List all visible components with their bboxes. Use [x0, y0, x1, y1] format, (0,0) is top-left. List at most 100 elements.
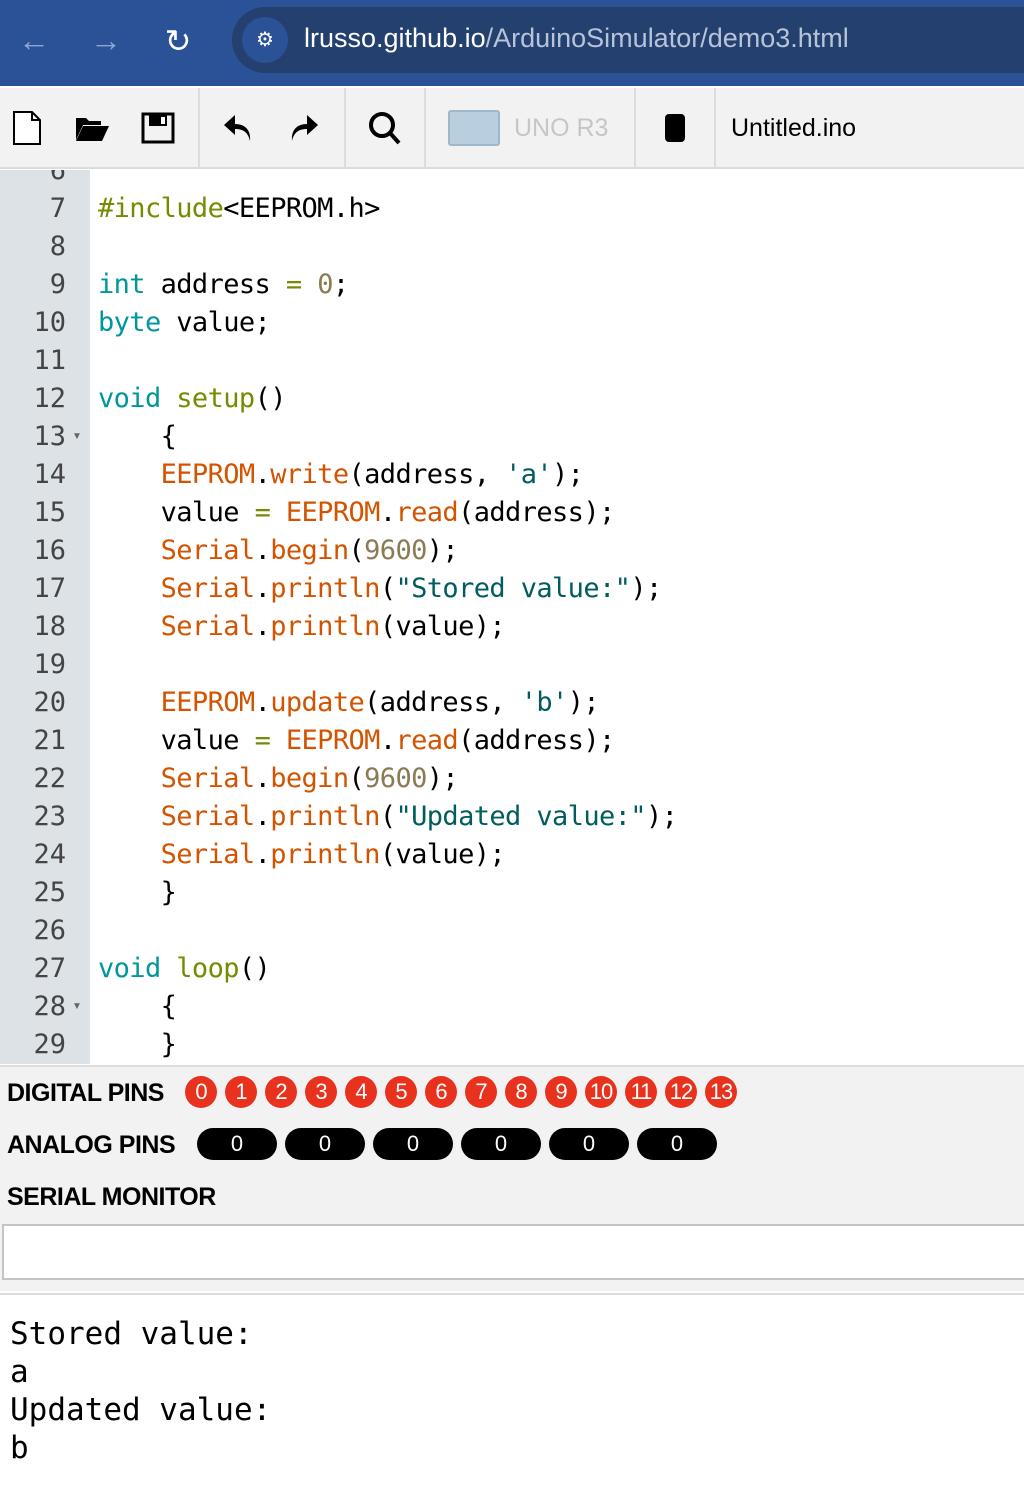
code-token: ( [348, 763, 365, 794]
code-line[interactable]: Serial.println("Stored value:"); [98, 570, 663, 608]
stop-icon[interactable] [662, 108, 688, 148]
line-number: 12 [33, 383, 66, 414]
line-number: 14 [33, 459, 66, 490]
line-number: 19 [33, 649, 66, 680]
file-name[interactable]: Untitled.ino [731, 114, 857, 142]
digital-pin-8[interactable]: 8 [505, 1076, 537, 1108]
code-line[interactable]: void loop() [98, 950, 271, 988]
reload-icon[interactable]: ↻ [164, 23, 192, 59]
code-token: } [98, 877, 177, 908]
code-token: ); [426, 535, 459, 566]
code-token [270, 725, 286, 756]
code-line[interactable]: { [98, 418, 177, 456]
digital-pin-1[interactable]: 1 [225, 1076, 257, 1108]
open-folder-icon[interactable] [74, 108, 110, 148]
line-number: 13 [33, 421, 66, 452]
code-line[interactable]: Serial.begin(9600); [98, 532, 459, 570]
forward-icon[interactable]: → [90, 22, 122, 58]
undo-icon[interactable] [220, 108, 256, 148]
digital-pin-11[interactable]: 11 [625, 1076, 657, 1108]
code-token: (address); [458, 497, 615, 528]
line-number: 21 [33, 725, 66, 756]
board-label: UNO R3 [514, 113, 609, 142]
code-line[interactable]: value = EEPROM.read(address); [98, 494, 616, 532]
code-token: void [98, 383, 161, 414]
code-line[interactable]: EEPROM.write(address, 'a'); [98, 456, 584, 494]
code-token: . [254, 839, 271, 870]
code-token: Serial [160, 839, 256, 870]
digital-pin-4[interactable]: 4 [345, 1076, 377, 1108]
code-line[interactable]: { [98, 988, 177, 1026]
code-token: } [98, 1029, 177, 1060]
digital-pin-10[interactable]: 10 [585, 1076, 617, 1108]
code-token: (value); [379, 611, 506, 642]
line-number: 26 [33, 915, 66, 946]
url-text[interactable]: lrusso.github.io/ArduinoSimulator/demo3.… [304, 23, 849, 54]
digital-pin-2[interactable]: 2 [265, 1076, 297, 1108]
code-token [98, 801, 161, 832]
code-token [98, 839, 161, 870]
digital-pin-7[interactable]: 7 [465, 1076, 497, 1108]
serial-input[interactable] [2, 1224, 1024, 1280]
digital-pin-6[interactable]: 6 [425, 1076, 457, 1108]
redo-icon[interactable] [286, 108, 322, 148]
line-number: 23 [33, 801, 66, 832]
board-selector[interactable]: UNO R3 [448, 110, 608, 146]
code-line[interactable]: EEPROM.update(address, 'b'); [98, 684, 600, 722]
code-token: write [270, 459, 349, 490]
code-line[interactable]: value = EEPROM.read(address); [98, 722, 616, 760]
fold-arrow-icon[interactable]: ▼ [72, 431, 82, 442]
code-line[interactable]: byte value; [98, 304, 271, 342]
digital-pin-3[interactable]: 3 [305, 1076, 337, 1108]
digital-pin-5[interactable]: 5 [385, 1076, 417, 1108]
code-line[interactable]: Serial.begin(9600); [98, 760, 459, 798]
line-number: 15 [33, 497, 66, 528]
code-line[interactable]: Serial.println(value); [98, 836, 506, 874]
code-token [302, 269, 318, 300]
code-token: println [270, 611, 380, 642]
site-settings-icon[interactable]: ⚙ [242, 17, 288, 63]
new-file-icon[interactable] [10, 108, 44, 148]
code-line[interactable]: #include<EEPROM.h> [98, 190, 380, 228]
code-line[interactable]: } [98, 1026, 177, 1064]
code-line[interactable]: void setup() [98, 380, 286, 418]
analog-pin-3: 0 [461, 1128, 541, 1160]
code-token: () [238, 953, 271, 984]
code-line[interactable]: } [98, 874, 177, 912]
code-token: begin [270, 763, 349, 794]
code-line[interactable]: int address = 0; [98, 266, 349, 304]
code-token: . [254, 573, 271, 604]
line-number: 17 [33, 573, 66, 604]
search-icon[interactable] [366, 108, 402, 148]
line-number: 16 [33, 535, 66, 566]
digital-pin-12[interactable]: 12 [665, 1076, 697, 1108]
code-token: ; [332, 269, 349, 300]
code-token: . [379, 497, 396, 528]
toolbar: UNO R3 Untitled.ino [0, 88, 1024, 169]
line-number: 29 [33, 1029, 66, 1060]
address-bar[interactable]: ⚙ lrusso.github.io/ArduinoSimulator/demo… [232, 7, 1024, 73]
code-line[interactable]: Serial.println(value); [98, 608, 506, 646]
digital-pin-0[interactable]: 0 [185, 1076, 217, 1108]
save-icon[interactable] [140, 108, 176, 148]
code-token: Serial [160, 611, 256, 642]
code-token [161, 953, 177, 984]
browser-bar: ← → ↻ ⚙ lrusso.github.io/ArduinoSimulato… [0, 0, 1024, 86]
code-token [98, 573, 161, 604]
url-path: /ArduinoSimulator/demo3.html [485, 23, 849, 53]
line-number: 10 [33, 307, 66, 338]
code-token: ( [379, 801, 396, 832]
digital-pin-13[interactable]: 13 [705, 1076, 737, 1108]
analog-pins-label: ANALOG PINS [7, 1131, 176, 1159]
code-token: loop [176, 953, 239, 984]
code-line[interactable]: Serial.println("Updated value:"); [98, 798, 678, 836]
digital-pin-9[interactable]: 9 [545, 1076, 577, 1108]
code-token: void [98, 953, 161, 984]
code-token: ); [426, 763, 459, 794]
fold-arrow-icon[interactable]: ▼ [72, 1001, 82, 1012]
code-token: println [270, 573, 380, 604]
back-icon[interactable]: ← [18, 22, 50, 58]
